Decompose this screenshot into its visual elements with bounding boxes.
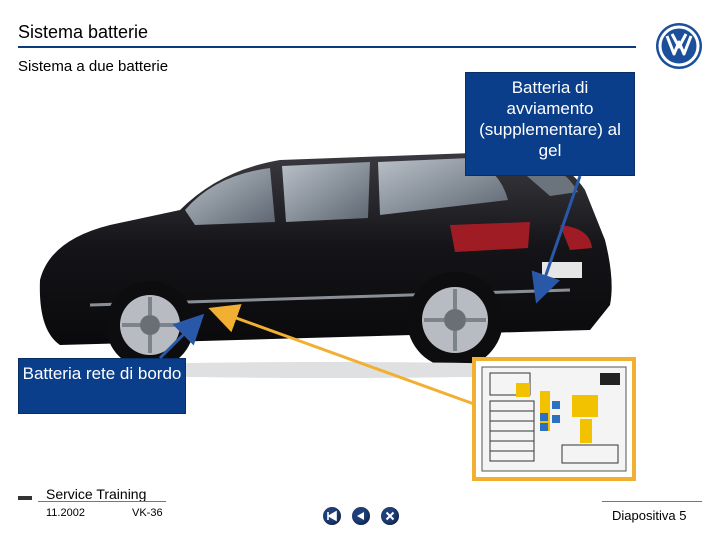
slide-subtitle: Sistema a due batterie: [18, 58, 169, 75]
slide-title: Sistema batterie: [18, 22, 149, 42]
footer-dash: [18, 496, 32, 500]
callout-network-battery: Batteria rete di bordo: [18, 358, 186, 414]
footer-label: Service Training: [46, 486, 147, 502]
slide-number: Diapositiva 5: [612, 508, 687, 523]
callout-starter-battery: Batteria di avviamento (supplementare) a…: [465, 72, 635, 176]
footer-code: VK-36: [132, 507, 163, 519]
vw-logo-icon: [655, 22, 703, 70]
footer-rule: [38, 501, 166, 502]
battery-diagram: [472, 357, 636, 481]
close-icon[interactable]: [381, 507, 399, 525]
title-rule: [18, 46, 636, 48]
previous-slide-icon[interactable]: [352, 507, 370, 525]
footer-right-rule: [602, 501, 702, 502]
footer-date: 11.2002: [46, 507, 85, 519]
first-slide-icon[interactable]: [323, 507, 341, 525]
